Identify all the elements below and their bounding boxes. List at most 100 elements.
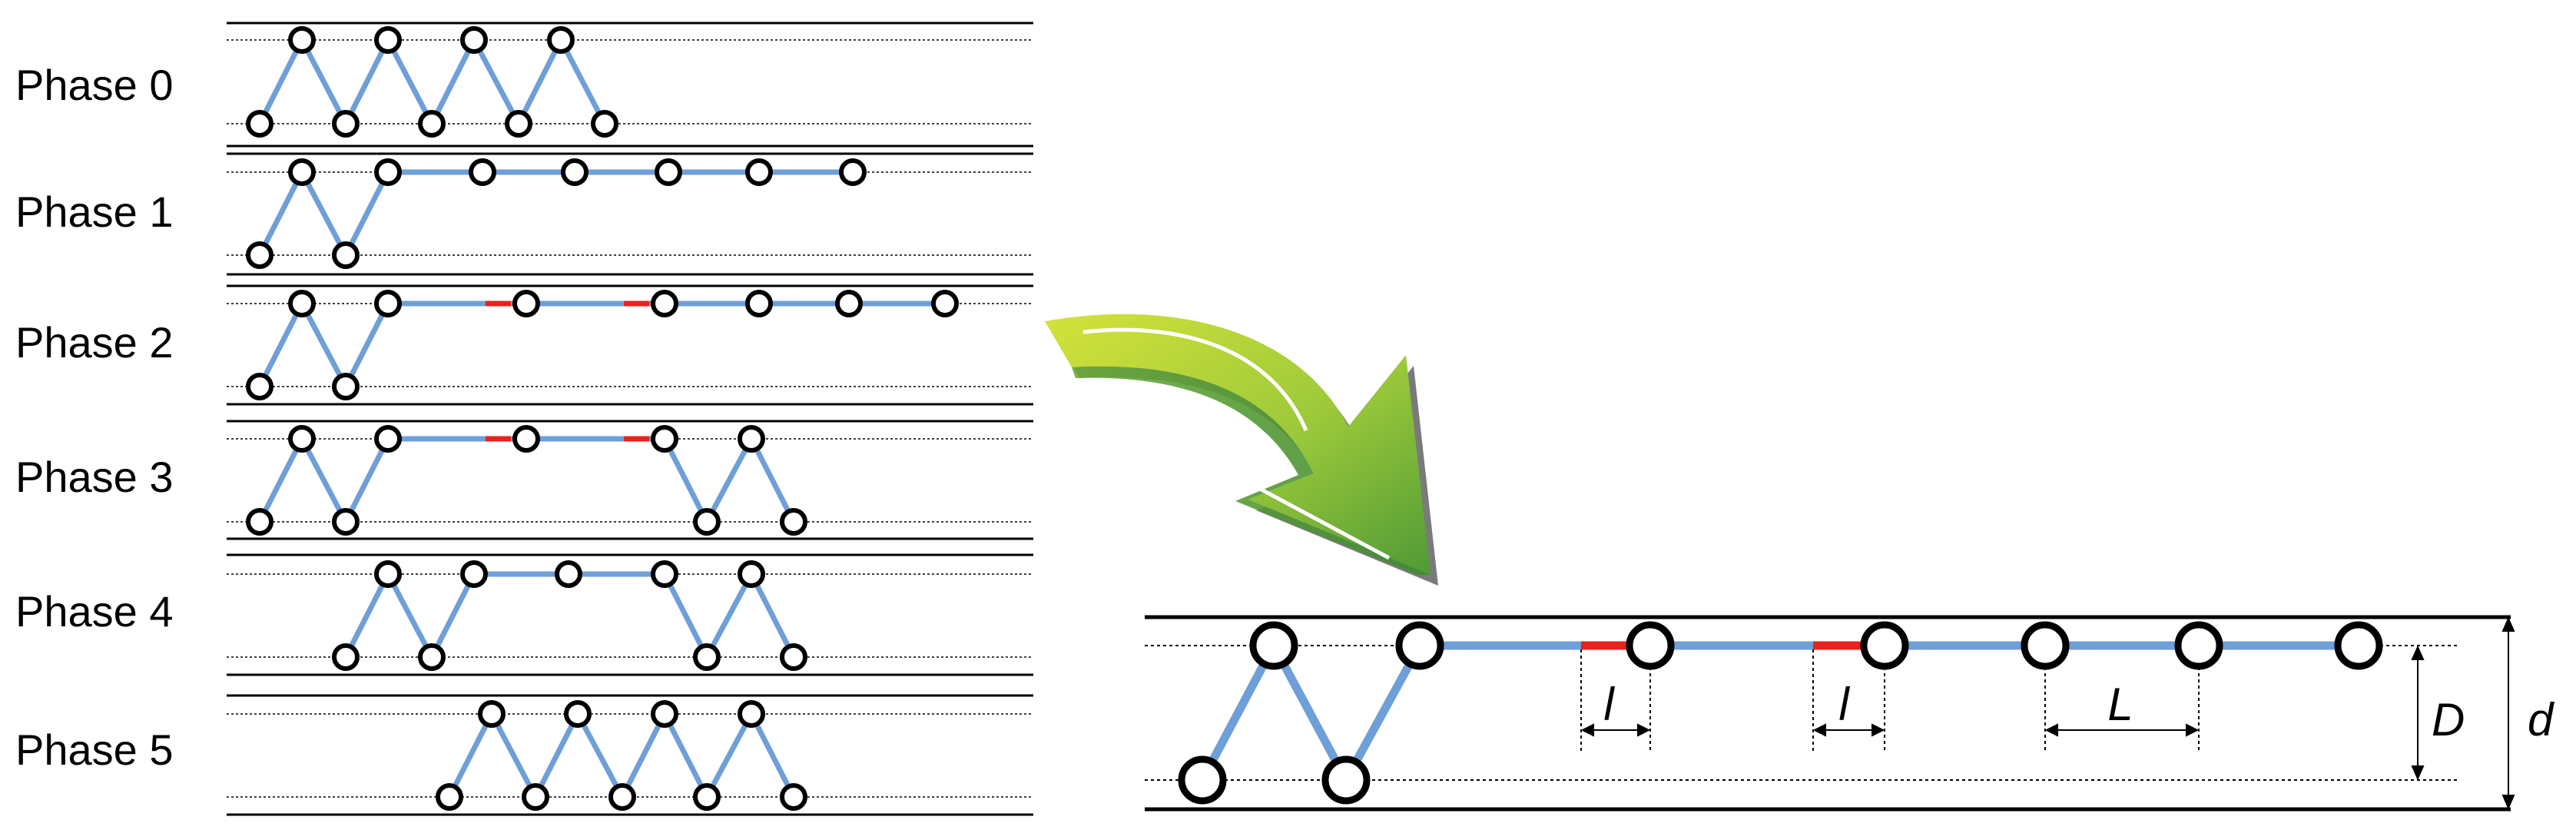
chain-link bbox=[299, 437, 349, 523]
chain-link bbox=[257, 302, 305, 388]
detail-node bbox=[1249, 621, 1298, 670]
gap-label-1: l bbox=[1603, 679, 1615, 730]
dimension-outer-height bbox=[2501, 616, 2515, 810]
chain-link bbox=[704, 437, 754, 523]
chain-node bbox=[651, 700, 678, 728]
chain-link bbox=[446, 712, 495, 798]
chain-node bbox=[246, 241, 274, 269]
detail-view: l l L D bbox=[1145, 615, 2554, 812]
chain-link bbox=[429, 38, 477, 125]
chain-node bbox=[608, 783, 636, 811]
chain-link bbox=[299, 302, 349, 388]
detail-chain bbox=[1198, 641, 2359, 782]
phase-strip-2 bbox=[227, 284, 1033, 406]
chain-node bbox=[591, 110, 618, 138]
chain-node bbox=[374, 425, 402, 453]
chain-node bbox=[555, 560, 582, 588]
dimension-spacing bbox=[2044, 667, 2200, 752]
detail-node bbox=[2334, 621, 2383, 670]
chain-node bbox=[374, 290, 402, 317]
phase-strips bbox=[227, 22, 1033, 816]
chain-link bbox=[299, 171, 349, 257]
dimension-inner-height bbox=[2411, 645, 2425, 781]
chain-link bbox=[343, 437, 391, 523]
transition-arrow bbox=[1045, 314, 1438, 586]
chain-link bbox=[489, 712, 539, 798]
chain-node bbox=[561, 158, 588, 186]
chain-node bbox=[460, 26, 488, 54]
chain-node bbox=[288, 26, 316, 54]
chain-node bbox=[693, 783, 721, 811]
phase-label-1: Phase 1 bbox=[15, 188, 174, 236]
chain-node bbox=[738, 560, 765, 588]
chain-node bbox=[651, 425, 678, 453]
chain-link bbox=[748, 712, 797, 798]
chain-node bbox=[374, 26, 402, 54]
chain-link bbox=[343, 171, 391, 257]
chain-link bbox=[257, 38, 305, 125]
phase-strip-1 bbox=[227, 152, 1033, 276]
chain-node bbox=[512, 425, 540, 453]
detail-nodes bbox=[1178, 621, 2383, 805]
chain-link bbox=[516, 38, 564, 125]
chain-node bbox=[460, 560, 488, 588]
chain-node bbox=[780, 643, 807, 671]
chain-node bbox=[835, 290, 863, 317]
chain-node bbox=[738, 700, 765, 728]
chain-link bbox=[343, 573, 391, 659]
phase-label-0: Phase 0 bbox=[15, 61, 174, 109]
chain-node bbox=[547, 26, 575, 54]
chain-node bbox=[651, 290, 678, 317]
chain-link bbox=[257, 437, 305, 523]
chain-link bbox=[661, 573, 710, 659]
chain-link bbox=[471, 38, 522, 125]
chain-link bbox=[558, 38, 608, 125]
chain-link bbox=[532, 712, 581, 798]
chain-link bbox=[575, 712, 625, 798]
inner-height-label: D bbox=[2432, 694, 2465, 745]
chain-link bbox=[299, 38, 349, 125]
chain-link bbox=[704, 573, 754, 659]
chain-node bbox=[505, 110, 532, 138]
chain-link bbox=[385, 573, 435, 659]
phase-strip-4 bbox=[227, 553, 1033, 676]
chain-link bbox=[661, 437, 710, 523]
chain-link bbox=[748, 437, 797, 523]
chain-node bbox=[478, 700, 506, 728]
spacing-label: L bbox=[2107, 679, 2133, 730]
chain-node bbox=[288, 290, 316, 317]
detail-node bbox=[1395, 621, 1444, 670]
chain-node bbox=[693, 643, 721, 671]
phase-label-3: Phase 3 bbox=[15, 453, 174, 501]
chain-link bbox=[343, 302, 391, 388]
chain-node bbox=[246, 373, 274, 400]
chain-node bbox=[246, 508, 274, 536]
chain-link bbox=[385, 38, 435, 125]
chain-node bbox=[418, 643, 446, 671]
detail-node bbox=[1860, 621, 1909, 670]
chain-node bbox=[839, 158, 867, 186]
chain-node bbox=[332, 110, 360, 138]
chain-link bbox=[748, 573, 797, 659]
chain-link bbox=[343, 38, 391, 125]
phase-labels: Phase 0 Phase 1 Phase 2 Phase 3 Phase 4 … bbox=[15, 61, 174, 774]
chain-node bbox=[931, 290, 959, 317]
chain-link bbox=[704, 712, 754, 798]
dimension-gap-1 bbox=[1580, 649, 1651, 752]
phase-strip-0 bbox=[227, 22, 1033, 148]
chain-node bbox=[374, 560, 402, 588]
detail-node bbox=[2174, 621, 2223, 670]
chain-node bbox=[564, 700, 592, 728]
chain-node bbox=[512, 290, 540, 317]
outer-height-label: d bbox=[2528, 694, 2554, 745]
detail-node bbox=[1626, 621, 1675, 670]
chain-link bbox=[619, 712, 668, 798]
phase-label-4: Phase 4 bbox=[15, 587, 174, 636]
chain-node bbox=[418, 110, 446, 138]
gap-label-2: l bbox=[1838, 679, 1850, 730]
chain-node bbox=[745, 290, 773, 317]
chain-node bbox=[469, 158, 496, 186]
chain-link bbox=[257, 171, 305, 257]
